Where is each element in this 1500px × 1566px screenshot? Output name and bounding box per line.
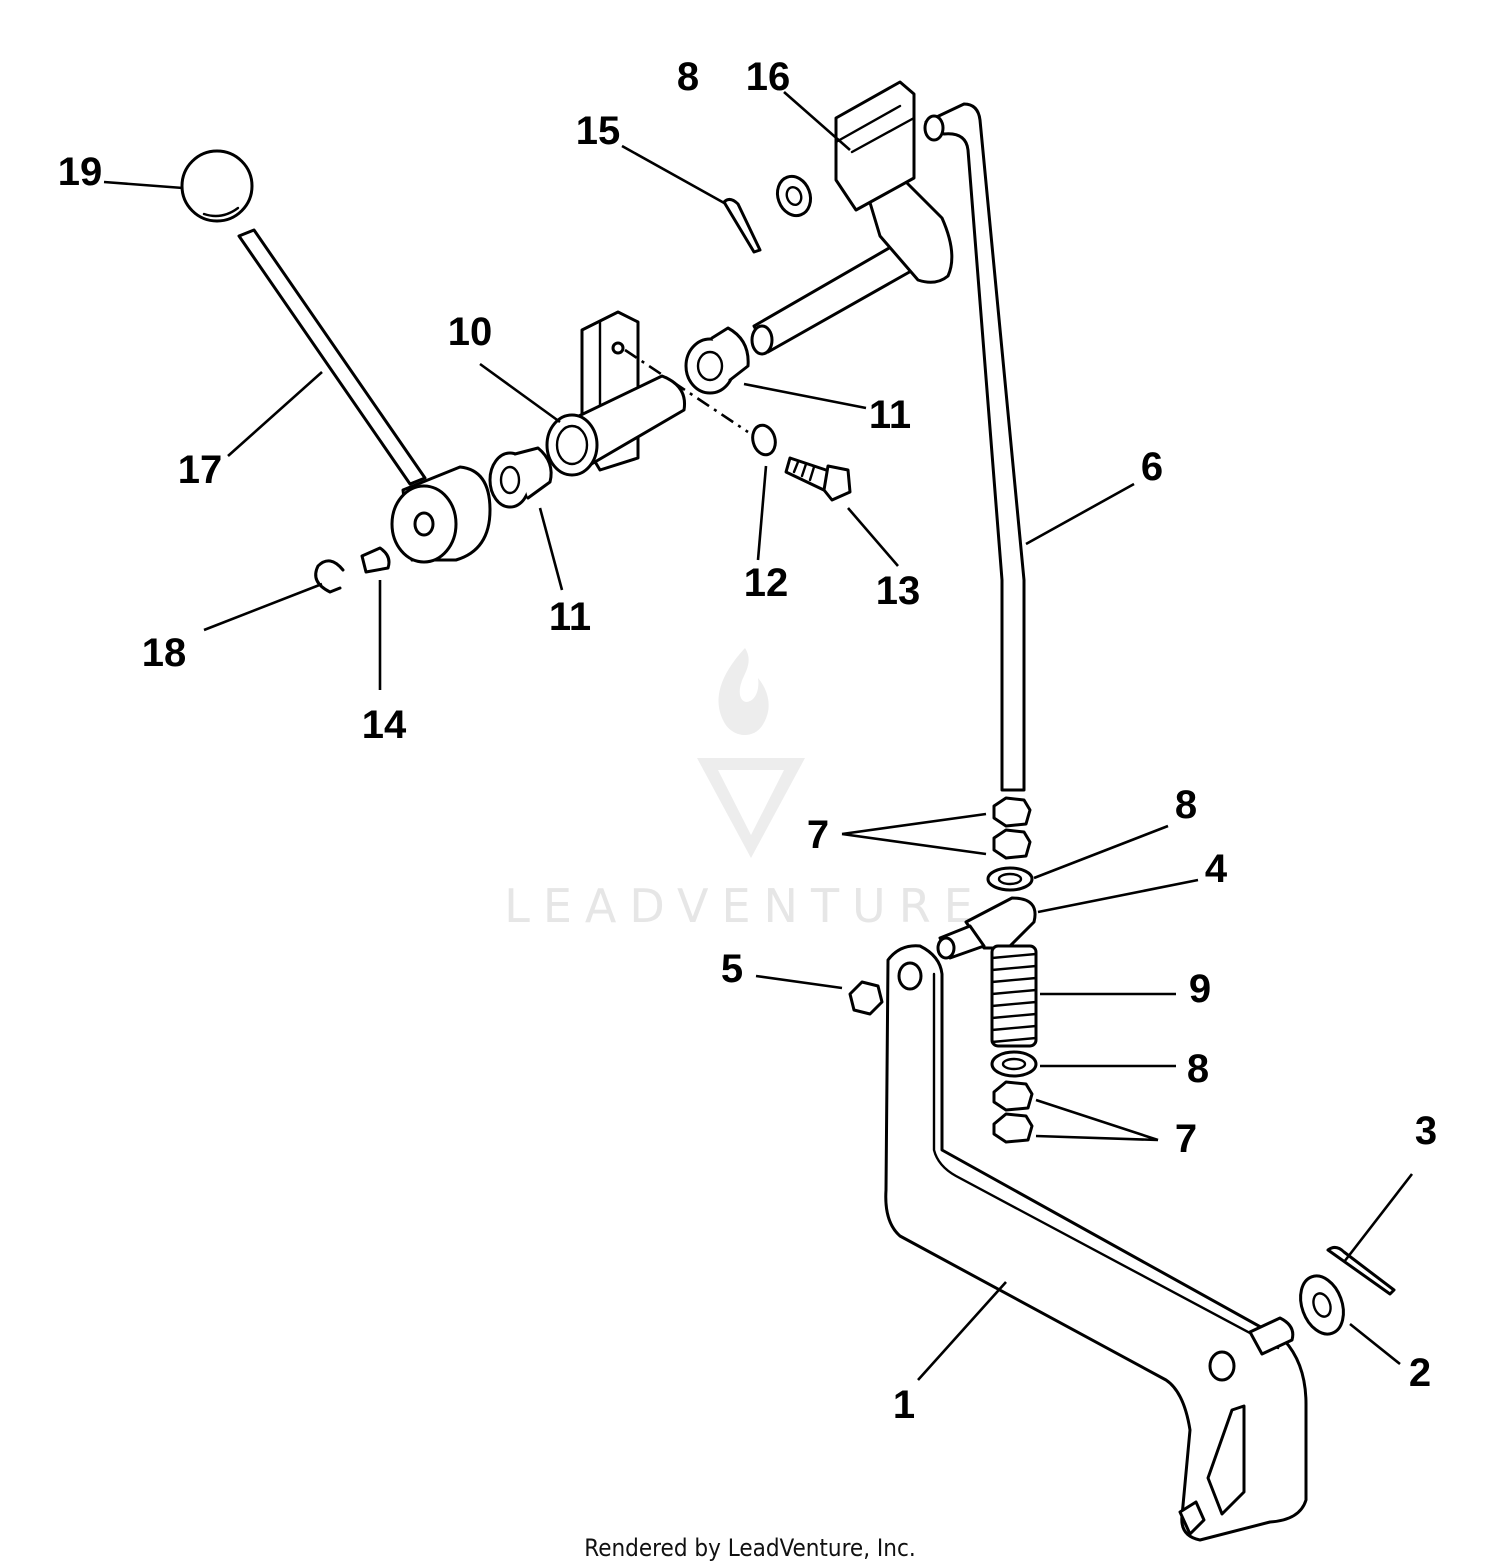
part-8-washer-top <box>775 174 813 218</box>
part-8-washer-upper <box>986 866 1034 892</box>
part-7-nuts-lower <box>992 1080 1034 1144</box>
part-6-rod <box>923 102 1026 792</box>
part-14-key <box>360 546 391 574</box>
footer-credit: Rendered by LeadVenture, Inc. <box>584 1534 915 1562</box>
part-3-cotter-pin <box>1326 1245 1396 1296</box>
callout-12: 12 <box>744 561 789 605</box>
callout-8-upper: 8 <box>1175 783 1197 827</box>
callout-2: 2 <box>1409 1351 1431 1395</box>
part-2-washer <box>1299 1274 1345 1336</box>
part-4-trunnion <box>936 896 1037 960</box>
callout-13: 13 <box>876 569 921 613</box>
callout-17: 17 <box>178 448 223 492</box>
callout-16: 16 <box>746 55 791 99</box>
part-9-spring <box>990 944 1038 1048</box>
part-15-cotter-pin <box>722 197 762 254</box>
part-16-pedal <box>834 80 954 284</box>
callout-10: 10 <box>448 310 493 354</box>
part-lever-hub <box>390 465 492 564</box>
callout-4: 4 <box>1205 847 1228 891</box>
callout-11-left: 11 <box>549 595 591 639</box>
watermark: LEADVENTURE <box>504 648 986 933</box>
watermark-flame-icon <box>718 648 769 736</box>
part-11-bushing-left <box>488 446 553 509</box>
callout-8-top: 8 <box>677 55 699 99</box>
callout-15: 15 <box>576 109 621 153</box>
callout-labels: 19 17 10 11 11 12 13 15 8 16 18 14 6 7 8… <box>58 55 1437 1427</box>
part-18-retaining-ring <box>314 559 345 594</box>
center-line <box>624 348 749 434</box>
part-5-nut <box>848 980 884 1016</box>
part-7-nuts-upper <box>992 796 1032 860</box>
callout-6: 6 <box>1141 445 1163 489</box>
part-10-bracket <box>545 310 687 477</box>
watermark-v-icon <box>697 758 805 858</box>
part-17-lever <box>237 228 427 486</box>
part-11-bushing-right <box>684 326 750 395</box>
part-8-washer-lower <box>990 1050 1038 1078</box>
callout-11-right: 11 <box>869 393 911 437</box>
part-1-pedal-arm <box>884 944 1308 1542</box>
part-13-bolt <box>784 456 852 502</box>
leader-lines <box>103 91 1414 1381</box>
callout-7-upper: 7 <box>807 813 829 857</box>
callout-18: 18 <box>142 631 187 675</box>
callout-1: 1 <box>893 1383 915 1427</box>
part-19-knob <box>180 149 254 223</box>
watermark-text: LEADVENTURE <box>504 879 986 933</box>
callout-14: 14 <box>362 703 407 747</box>
part-12-washer <box>751 423 777 457</box>
callout-5: 5 <box>721 947 743 991</box>
callout-7-lower: 7 <box>1175 1117 1197 1161</box>
callout-8-lower: 8 <box>1187 1047 1209 1091</box>
callout-19: 19 <box>58 150 103 194</box>
callout-3: 3 <box>1415 1109 1437 1153</box>
callout-9: 9 <box>1189 967 1211 1011</box>
